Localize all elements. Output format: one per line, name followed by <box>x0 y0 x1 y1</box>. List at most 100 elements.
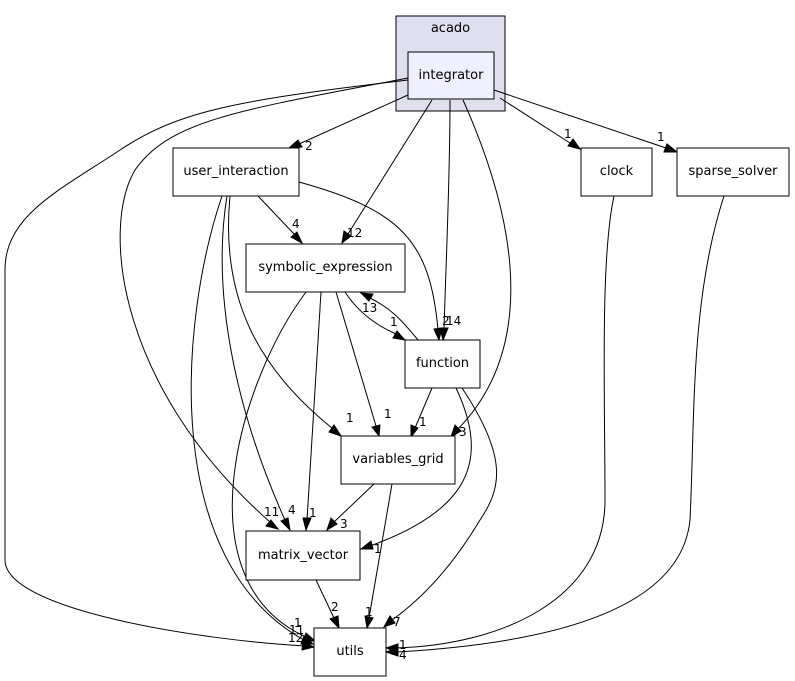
edge-label-user-interaction-utils: 11 <box>289 623 304 637</box>
node-utils-label: utils <box>336 644 364 659</box>
edge-integrator-utils[interactable] <box>4 79 409 647</box>
edge-user-interaction-utils[interactable] <box>190 195 305 641</box>
arrowhead-function-symbolic-expression <box>359 292 374 302</box>
edges: 2 1 1 12 14 3 11 12 4 <box>4 77 725 662</box>
node-utils-box[interactable] <box>313 627 387 677</box>
arrowhead-user-interaction-function <box>433 327 443 342</box>
edge-matrix-vector-utils[interactable] <box>315 579 335 619</box>
edge-variables-grid-utils[interactable] <box>368 483 393 619</box>
edge-user-interaction-symbolic-expression[interactable] <box>257 195 296 236</box>
node-integrator-box[interactable] <box>407 51 495 100</box>
edge-integrator-matrix-vector[interactable] <box>119 77 409 523</box>
arrowhead-matrix-vector-utils <box>329 615 340 630</box>
node-symbolic-expression[interactable]: symbolic_expression <box>245 243 406 293</box>
arrowhead-function-utils <box>382 615 396 628</box>
edge-label-user-interaction-function: 2 <box>442 314 450 328</box>
edge-label-function-utils: 7 <box>393 615 401 629</box>
edge-label-integrator-symbolic-expression: 12 <box>347 226 362 240</box>
edge-label-integrator-matrix-vector: 11 <box>264 505 279 519</box>
edge-symbolic-expression-utils[interactable] <box>231 291 307 638</box>
edge-label-clock-utils: 1 <box>399 638 407 652</box>
edge-label-integrator-clock: 1 <box>564 127 572 141</box>
node-symbolic-expression-label: symbolic_expression <box>258 260 392 275</box>
node-clock-box[interactable] <box>580 147 653 197</box>
edge-label-function-matrix-vector: 1 <box>374 542 382 556</box>
edge-integrator-user-interaction[interactable] <box>298 94 409 145</box>
node-matrix-vector-label: matrix_vector <box>258 548 349 563</box>
node-user-interaction[interactable]: user_interaction <box>172 147 300 197</box>
edge-label-user-interaction-variables-grid: 1 <box>346 411 354 425</box>
edge-function-variables-grid[interactable] <box>414 387 433 429</box>
node-user-interaction-label: user_interaction <box>183 164 288 179</box>
node-variables-grid[interactable]: variables_grid <box>340 435 456 485</box>
edge-function-matrix-vector[interactable] <box>369 387 472 547</box>
node-integrator[interactable]: integrator <box>407 51 495 100</box>
edge-label-symbolic-expression-variables-grid: 1 <box>384 407 392 421</box>
edge-user-interaction-matrix-vector[interactable] <box>221 195 286 521</box>
edge-sparse-solver-utils[interactable] <box>395 195 725 653</box>
arrowhead-symbolic-expression-matrix-vector <box>302 517 312 532</box>
edge-label-integrator-user-interaction: 2 <box>305 139 313 153</box>
edge-label-integrator-sparse-solver: 1 <box>657 130 665 144</box>
edge-label-function-symbolic-expression: 13 <box>362 301 377 315</box>
arrowhead-variables-grid-matrix-vector <box>326 517 338 532</box>
edge-symbolic-expression-variables-grid[interactable] <box>335 291 377 427</box>
edge-label-symbolic-expression-matrix-vector: 1 <box>309 506 317 520</box>
edge-user-interaction-variables-grid[interactable] <box>228 195 333 429</box>
edge-label-matrix-vector-utils: 2 <box>331 600 339 614</box>
edge-symbolic-expression-function[interactable] <box>344 291 397 335</box>
arrowhead-user-interaction-variables-grid <box>328 424 343 437</box>
arrowhead-sparse-solver-utils <box>384 647 399 657</box>
node-clock-label: clock <box>600 164 634 179</box>
edge-label-user-interaction-matrix-vector: 4 <box>288 503 296 517</box>
arrowhead-user-interaction-symbolic-expression <box>290 231 304 245</box>
node-function[interactable]: function <box>404 339 481 389</box>
arrowhead-integrator-variables-grid <box>450 424 462 439</box>
node-sparse-solver-box[interactable] <box>676 147 790 197</box>
node-clock[interactable]: clock <box>580 147 653 197</box>
node-user-interaction-box[interactable] <box>172 147 300 197</box>
edge-integrator-variables-grid[interactable] <box>457 99 512 430</box>
arrowhead-integrator-function <box>439 327 449 342</box>
edge-label-symbolic-expression-function: 1 <box>390 315 398 329</box>
edge-integrator-sparse-solver[interactable] <box>493 89 667 149</box>
arrowhead-integrator-matrix-vector <box>265 519 280 530</box>
arrowhead-function-matrix-vector <box>359 540 374 550</box>
edge-function-symbolic-expression[interactable] <box>369 297 419 341</box>
node-integrator-label: integrator <box>419 68 485 83</box>
node-sparse-solver[interactable]: sparse_solver <box>676 147 790 197</box>
edge-label-integrator-utils: 12 <box>288 631 303 645</box>
node-variables-grid-box[interactable] <box>340 435 456 485</box>
edge-variables-grid-matrix-vector[interactable] <box>333 483 375 523</box>
nodes: integrator user_interaction clock sparse… <box>172 51 790 677</box>
arrowhead-symbolic-expression-variables-grid <box>371 424 381 438</box>
arrowhead-function-variables-grid <box>410 424 419 439</box>
edge-integrator-function[interactable] <box>443 99 451 331</box>
node-sparse-solver-label: sparse_solver <box>689 164 779 179</box>
edge-label-function-variables-grid: 1 <box>419 415 427 429</box>
edge-user-interaction-function[interactable] <box>298 181 439 331</box>
node-function-box[interactable] <box>404 339 481 389</box>
edge-integrator-clock[interactable] <box>499 97 571 144</box>
cluster-acado-label: acado <box>431 21 470 36</box>
arrowhead-integrator-clock <box>567 138 582 150</box>
arrowhead-symbolic-expression-function <box>392 330 407 341</box>
edge-label-integrator-function: 14 <box>446 314 461 328</box>
arrowhead-integrator-symbolic-expression <box>341 230 352 245</box>
edge-clock-utils[interactable] <box>395 195 615 649</box>
arrowhead-symbolic-expression-utils <box>302 632 317 642</box>
arrowhead-variables-grid-utils <box>364 615 374 630</box>
node-symbolic-expression-box[interactable] <box>245 243 406 293</box>
node-variables-grid-label: variables_grid <box>352 452 443 467</box>
edge-label-variables-grid-matrix-vector: 3 <box>340 517 348 531</box>
edge-label-user-interaction-symbolic-expression: 4 <box>292 217 300 231</box>
node-utils[interactable]: utils <box>313 627 387 677</box>
edge-label-symbolic-expression-utils: 1 <box>294 616 302 630</box>
edge-label-integrator-variables-grid: 3 <box>459 425 467 439</box>
edge-integrator-symbolic-expression[interactable] <box>347 99 433 235</box>
node-matrix-vector-box[interactable] <box>245 530 361 581</box>
edge-function-utils[interactable] <box>391 387 498 621</box>
edge-symbolic-expression-matrix-vector[interactable] <box>306 291 322 521</box>
node-matrix-vector[interactable]: matrix_vector <box>245 530 361 581</box>
